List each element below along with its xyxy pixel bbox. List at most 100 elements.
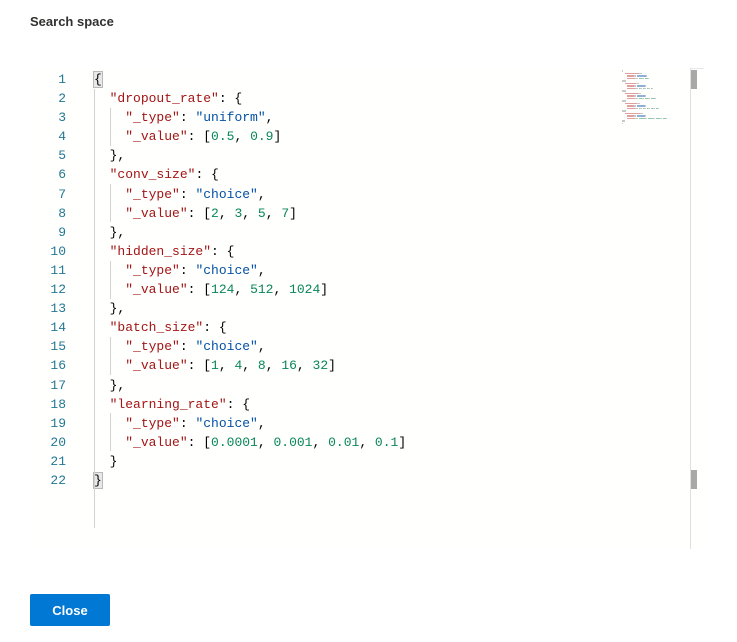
scrollbar-top-edge bbox=[690, 68, 704, 69]
line-number: 10 bbox=[50, 243, 66, 259]
code-token bbox=[94, 91, 110, 106]
line-number: 14 bbox=[50, 320, 66, 336]
code-line: }, bbox=[94, 146, 406, 165]
line-number: 11 bbox=[50, 262, 66, 278]
code-token: }, bbox=[94, 301, 126, 317]
code-token: "_value" bbox=[125, 129, 188, 145]
code-token: , bbox=[257, 186, 266, 202]
line-number: 9 bbox=[58, 224, 66, 240]
code-line: "_value": [2, 3, 5, 7] bbox=[94, 204, 406, 223]
code-token: : bbox=[179, 262, 196, 278]
code-token: ] bbox=[320, 282, 329, 298]
line-number: 13 bbox=[50, 301, 66, 317]
code-line: "conv_size": { bbox=[94, 165, 406, 184]
vertical-scrollbar-track[interactable] bbox=[690, 68, 691, 549]
line-number: 18 bbox=[50, 396, 66, 412]
code-line: "_type": "choice", bbox=[94, 337, 406, 356]
code-token: , bbox=[257, 434, 274, 450]
code-token: "_type" bbox=[125, 186, 180, 202]
code-token: 3 bbox=[234, 205, 243, 221]
code-token: }, bbox=[94, 377, 126, 393]
code-token: , bbox=[234, 282, 251, 298]
line-number: 19 bbox=[50, 415, 66, 431]
line-number: 7 bbox=[58, 186, 66, 202]
code-line: } bbox=[93, 471, 406, 490]
code-line: { bbox=[93, 70, 406, 89]
code-token: : [ bbox=[187, 282, 212, 298]
code-token: ] bbox=[273, 129, 282, 145]
code-token: "_value" bbox=[125, 434, 188, 450]
line-number: 21 bbox=[50, 453, 66, 469]
code-token: : { bbox=[195, 167, 219, 183]
line-number: 4 bbox=[58, 129, 66, 145]
line-number: 15 bbox=[50, 339, 66, 355]
code-token: }, bbox=[94, 224, 126, 240]
code-token: ] bbox=[328, 358, 336, 374]
line-number: 22 bbox=[50, 472, 66, 488]
line-number: 17 bbox=[50, 377, 66, 393]
code-token: "learning_rate" bbox=[109, 396, 227, 412]
line-number: 12 bbox=[50, 282, 66, 298]
indent-guide bbox=[110, 413, 111, 451]
line-number: 6 bbox=[58, 167, 66, 183]
code-token: : [ bbox=[187, 129, 212, 145]
code-token bbox=[94, 397, 110, 412]
code-line: "_value": [1, 4, 8, 16, 32] bbox=[94, 356, 406, 375]
minimap[interactable] bbox=[622, 70, 672, 124]
code-token: : bbox=[179, 339, 196, 355]
line-number: 20 bbox=[50, 434, 66, 450]
code-token: "choice" bbox=[195, 415, 258, 431]
code-token: { bbox=[93, 71, 103, 88]
code-token: : { bbox=[211, 243, 235, 259]
code-token: "batch_size" bbox=[109, 320, 204, 336]
code-token: 1024 bbox=[289, 282, 321, 298]
code-token: 1 bbox=[211, 358, 219, 374]
code-token: , bbox=[257, 262, 266, 278]
code-token: : [ bbox=[187, 434, 212, 450]
code-token: "choice" bbox=[195, 262, 258, 278]
code-token: 5 bbox=[257, 205, 266, 221]
code-token: , bbox=[242, 358, 258, 374]
line-number: 2 bbox=[58, 91, 66, 107]
indent-guide bbox=[110, 108, 111, 146]
code-line: "_type": "choice", bbox=[94, 261, 406, 280]
indent-guide bbox=[94, 89, 95, 528]
code-line: "_type": "choice", bbox=[94, 185, 406, 204]
line-number: 1 bbox=[58, 72, 66, 87]
code-line: "_type": "uniform", bbox=[94, 108, 406, 127]
code-line: }, bbox=[94, 223, 406, 242]
code-token: 0.0001 bbox=[211, 434, 258, 450]
code-token: "_type" bbox=[125, 110, 180, 126]
code-token: , bbox=[257, 339, 266, 355]
code-token: 0.001 bbox=[273, 434, 313, 450]
code-token: , bbox=[296, 358, 313, 374]
code-token: : [ bbox=[187, 358, 212, 374]
dialog-title: Search space bbox=[30, 14, 114, 29]
code-line: "learning_rate": { bbox=[94, 395, 406, 414]
line-number: 3 bbox=[58, 110, 66, 126]
code-token: 512 bbox=[250, 282, 274, 298]
code-token: "conv_size" bbox=[109, 167, 196, 183]
close-button[interactable]: Close bbox=[30, 594, 110, 626]
code-token: ] bbox=[398, 434, 407, 450]
code-line: "hidden_size": { bbox=[94, 242, 406, 261]
code-token: , bbox=[218, 358, 235, 374]
code-token: , bbox=[257, 415, 266, 431]
code-token: "_type" bbox=[125, 339, 180, 355]
scrollbar-thumb-top[interactable] bbox=[691, 70, 697, 89]
code-token bbox=[94, 167, 110, 182]
code-line: }, bbox=[94, 376, 406, 395]
line-number: 5 bbox=[58, 148, 66, 164]
code-token: 8 bbox=[257, 358, 266, 374]
code-token: "_type" bbox=[125, 415, 180, 431]
code-token: : bbox=[179, 186, 196, 202]
code-content[interactable]: { "dropout_rate": { "_type": "uniform", … bbox=[93, 70, 407, 490]
indent-guide bbox=[110, 337, 111, 375]
code-token: "choice" bbox=[195, 186, 258, 202]
indent-guide bbox=[110, 184, 111, 222]
code-token: 4 bbox=[234, 358, 243, 374]
code-token: : { bbox=[218, 91, 243, 107]
scrollbar-thumb-bottom[interactable] bbox=[691, 470, 697, 489]
code-token: 0.9 bbox=[250, 129, 274, 145]
